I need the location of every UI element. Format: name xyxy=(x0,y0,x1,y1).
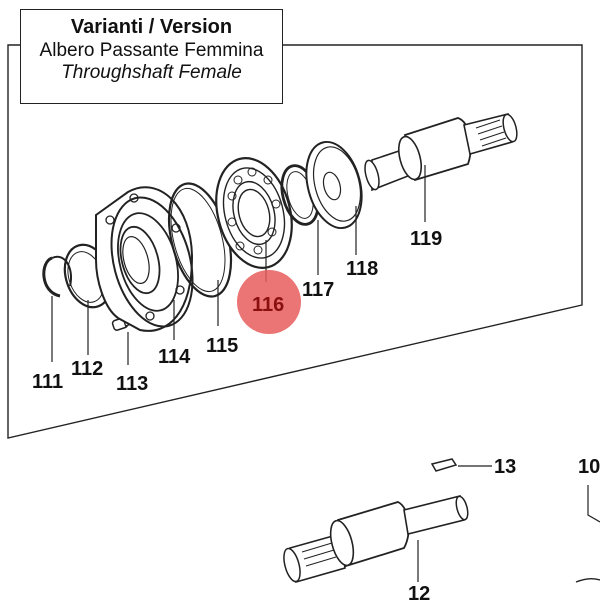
part-flange xyxy=(95,186,194,340)
part-snap-ring xyxy=(42,255,72,362)
label-part-117[interactable]: 117 xyxy=(302,279,334,301)
part-shim-washer xyxy=(305,140,363,255)
label-part-114[interactable]: 114 xyxy=(158,346,191,368)
label-part-119[interactable]: 119 xyxy=(410,228,442,250)
label-part-112[interactable]: 112 xyxy=(71,358,103,380)
variant-name-english: Throughshaft Female xyxy=(61,62,242,83)
label-part-111[interactable]: 111 xyxy=(32,371,63,393)
label-part-12[interactable]: 12 xyxy=(408,583,430,605)
part-shaft xyxy=(283,495,469,584)
label-part-118[interactable]: 118 xyxy=(346,258,378,280)
variant-heading: Varianti / Version xyxy=(70,16,233,38)
part-bearing xyxy=(215,157,293,282)
part-throughshaft xyxy=(364,113,518,222)
label-part-113[interactable]: 113 xyxy=(116,373,148,395)
highlight-marker xyxy=(237,270,301,334)
label-part-10[interactable]: 10 xyxy=(578,456,600,478)
part-key xyxy=(430,458,492,472)
label-part-13[interactable]: 13 xyxy=(494,456,516,478)
variant-title-box: Varianti / Version Albero Passante Femmi… xyxy=(20,9,283,104)
variant-frame xyxy=(7,44,583,439)
part-housing-edge xyxy=(575,485,600,583)
label-part-116[interactable]: 116 xyxy=(252,294,284,316)
variant-name-italian: Albero Passante Femmina xyxy=(39,40,264,61)
label-part-115[interactable]: 115 xyxy=(206,335,238,357)
